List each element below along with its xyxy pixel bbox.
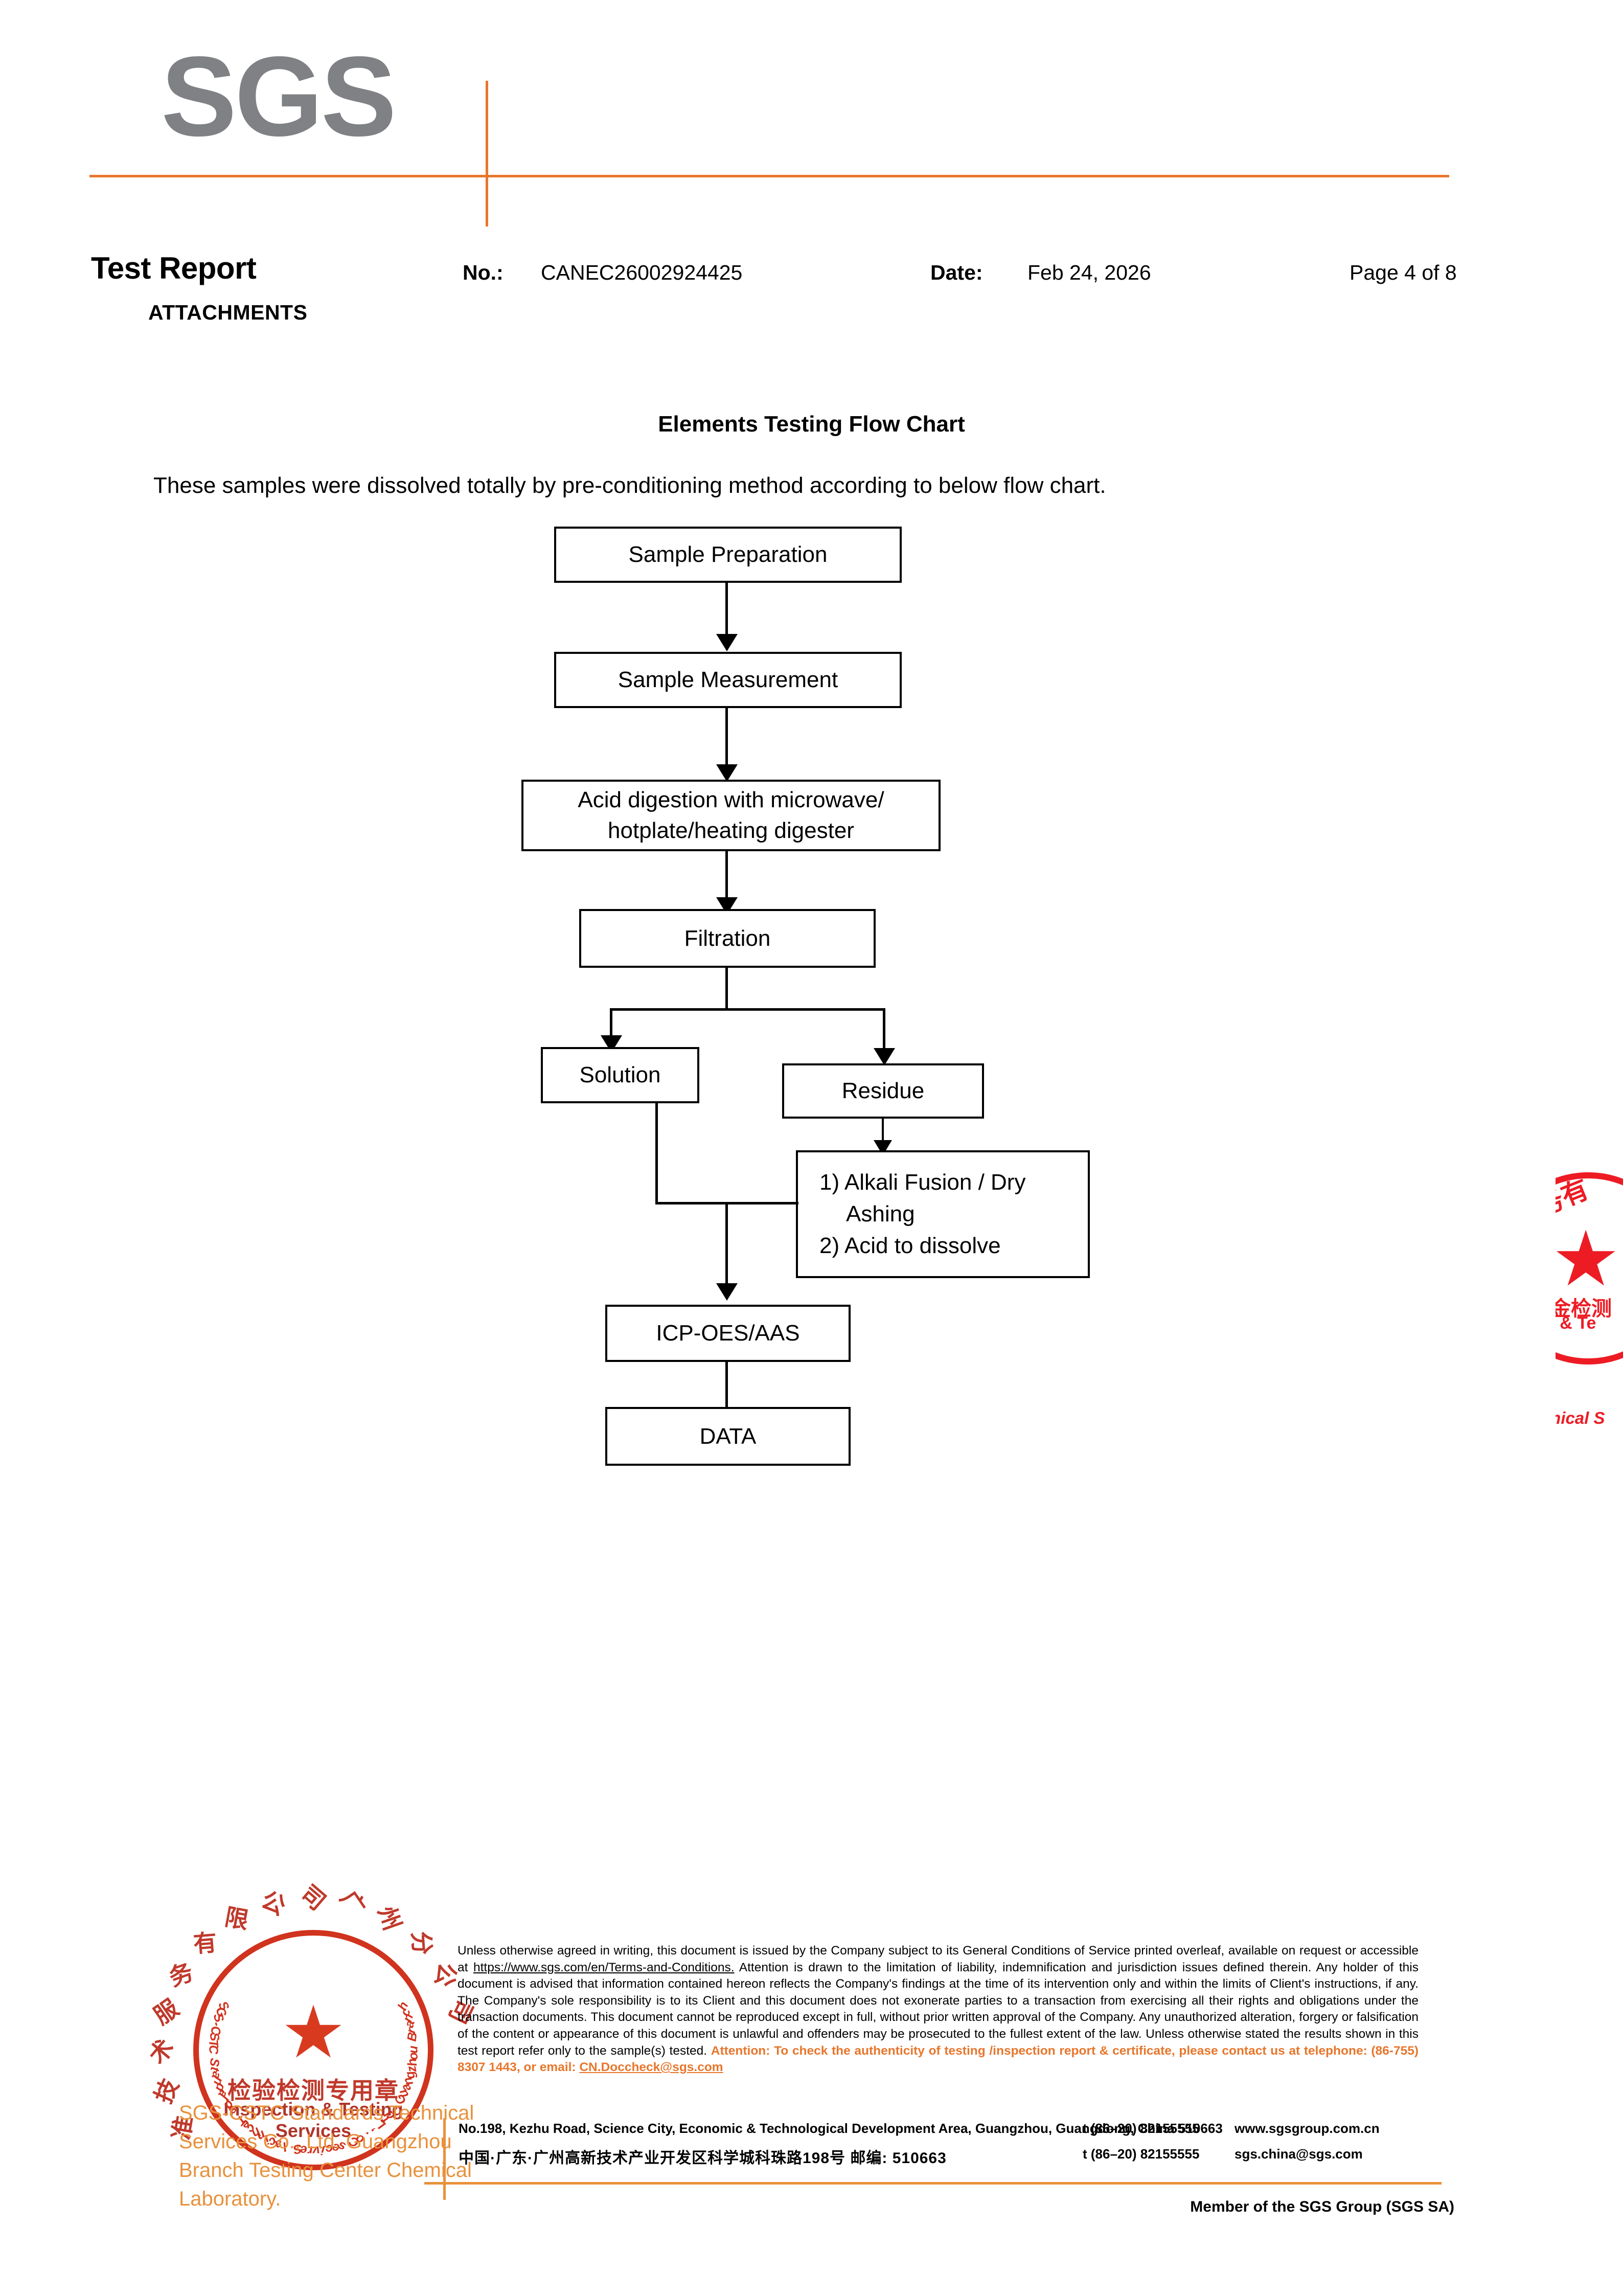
sgs-logo: SGS <box>89 33 1449 226</box>
flow-node-label-line1: Acid digestion with microwave/ <box>578 787 884 812</box>
watermark-en-text: n & Te <box>1556 1313 1596 1333</box>
address-english: No.198, Kezhu Road, Science City, Econom… <box>459 2121 1223 2136</box>
page-subtitle: ATTACHMENTS <box>148 301 308 324</box>
edge-merge-to-icp <box>725 1202 728 1297</box>
report-date-value: Feb 24, 2026 <box>1027 261 1151 284</box>
flow-node-label-line1: 1) Alkali Fusion / Dry <box>819 1170 1026 1195</box>
flow-node-label: ICP-OES/AAS <box>656 1321 800 1346</box>
arrowhead-filtration-to-solution <box>601 1035 622 1053</box>
seal-center-en: Inspection & Testing Services <box>223 2099 403 2141</box>
edge-measure-to-digest <box>725 708 728 769</box>
flow-node-label: Sample Measurement <box>618 667 838 692</box>
edge-residue-to-fusion <box>882 1119 884 1160</box>
report-no-label: No.: <box>463 261 504 284</box>
page-number: Page 4 of 8 <box>1350 261 1457 284</box>
email-link[interactable]: sgs.china@sgs.com <box>1235 2146 1363 2162</box>
telephone-line-2: t (86–20) 82155555 <box>1083 2146 1200 2162</box>
sgs-logo-text: SGS <box>161 33 397 160</box>
seal-ring <box>193 1930 433 2170</box>
arrowhead-icp-to-data <box>716 1407 738 1425</box>
flow-node-icp-oes-aas: ICP-OES/AAS <box>605 1305 851 1362</box>
edge-filtration-stem <box>725 968 728 1010</box>
flow-node-label: DATA <box>699 1423 757 1449</box>
flow-node-label-line3: 2) Acid to dissolve <box>819 1233 1001 1258</box>
telephone-line-1: t (86–20) 82155555 <box>1083 2121 1200 2136</box>
edge-prep-to-measure <box>725 583 728 639</box>
flow-node-sample-preparation: Sample Preparation <box>554 527 902 583</box>
flow-node-filtration: Filtration <box>579 909 876 968</box>
flow-node-label-line2: hotplate/heating digester <box>608 818 854 843</box>
edge-icp-to-data <box>725 1362 728 1413</box>
seal-arc-char: C <box>206 2045 221 2055</box>
arrowhead-residue-to-fusion <box>874 1140 892 1155</box>
report-date-label: Date: <box>930 261 983 284</box>
doccheck-email-link[interactable]: CN.Doccheck@sgs.com <box>579 2060 723 2075</box>
edge-filtration-to-residue <box>883 1008 885 1053</box>
flow-node-solution: Solution <box>541 1047 699 1103</box>
arrowhead-prep-to-measure <box>716 634 738 651</box>
flow-node-acid-digestion: Acid digestion with microwave/ hotplate/… <box>521 780 941 851</box>
watermark-cn-text: 金检测 <box>1556 1298 1612 1320</box>
arrowhead-filtration-to-residue <box>874 1048 895 1065</box>
flow-node-alkali-fusion: 1) Alkali Fusion / Dry Ashing 2) Acid to… <box>796 1150 1090 1278</box>
arrowhead-measure-to-digest <box>716 764 738 782</box>
legal-disclaimer: Unless otherwise agreed in writing, this… <box>458 1943 1419 2076</box>
flowchart-intro-text: These samples were dissolved totally by … <box>153 473 1106 498</box>
legal-text-part1: Unless otherwise agreed in writing, this… <box>458 1944 1419 1974</box>
watermark-seal-right: 务有 ★ 金检测 n & Te hnical S <box>1556 1153 1623 1501</box>
edge-solution-down <box>655 1103 658 1203</box>
legal-text-part2: Attention is drawn to the limitation of … <box>458 1960 1419 2058</box>
flow-node-label: Residue <box>841 1078 925 1103</box>
flow-node-label: Solution <box>579 1062 661 1087</box>
page-title: Test Report <box>91 251 257 285</box>
seal-arc-char: u <box>406 2045 421 2054</box>
flow-node-sample-measurement: Sample Measurement <box>554 652 902 708</box>
address-separator <box>443 2118 446 2200</box>
terms-conditions-link[interactable]: https://www.sgs.com/en/Terms-and-Conditi… <box>473 1960 735 1974</box>
flow-node-residue: Residue <box>782 1063 984 1119</box>
seal-center-cn: 检验检测专用章 <box>227 2077 399 2104</box>
company-name: SGS-CSTC Standards Technical Services Co… <box>179 2102 474 2210</box>
watermark-italic-text: hnical S <box>1556 1408 1605 1427</box>
report-no-value: CANEC26002924425 <box>541 261 743 284</box>
flow-node-label: Filtration <box>684 925 771 951</box>
star-icon: ★ <box>281 1992 346 2073</box>
flow-node-data: DATA <box>605 1407 851 1466</box>
website-link[interactable]: www.sgsgroup.com.cn <box>1235 2121 1380 2136</box>
attention-text: Attention: To check the authenticity of … <box>458 2043 1419 2075</box>
inspection-testing-seal: 准技术服务有限公司广州分公司 ★ 检验检测专用章 Inspection & Te… <box>143 1880 478 2170</box>
address-chinese: 中国·广东·广州高新技术产业开发区科学城科珠路198号 邮编: 510663 <box>459 2150 947 2167</box>
edge-digest-to-filtration <box>725 851 728 902</box>
flow-node-label: Sample Preparation <box>628 542 828 567</box>
attention-notice: Attention: To check the authenticity of … <box>458 2044 1419 2075</box>
edge-merge-bar <box>655 1202 798 1204</box>
flowchart-title: Elements Testing Flow Chart <box>658 412 965 437</box>
edge-filtration-split-bar <box>610 1008 885 1011</box>
edge-filtration-to-solution <box>610 1008 612 1040</box>
logo-horizontal-rule <box>89 175 1449 177</box>
arrowhead-digest-to-filtration <box>716 897 738 915</box>
star-icon: ★ <box>1556 1216 1620 1302</box>
flow-node-label-line2: Ashing <box>846 1201 915 1226</box>
sgs-group-membership: Member of the SGS Group (SGS SA) <box>1190 2198 1454 2215</box>
footer-rule <box>424 2182 1442 2185</box>
logo-vertical-rule <box>486 81 488 226</box>
arrowhead-merge-to-icp <box>716 1283 738 1301</box>
